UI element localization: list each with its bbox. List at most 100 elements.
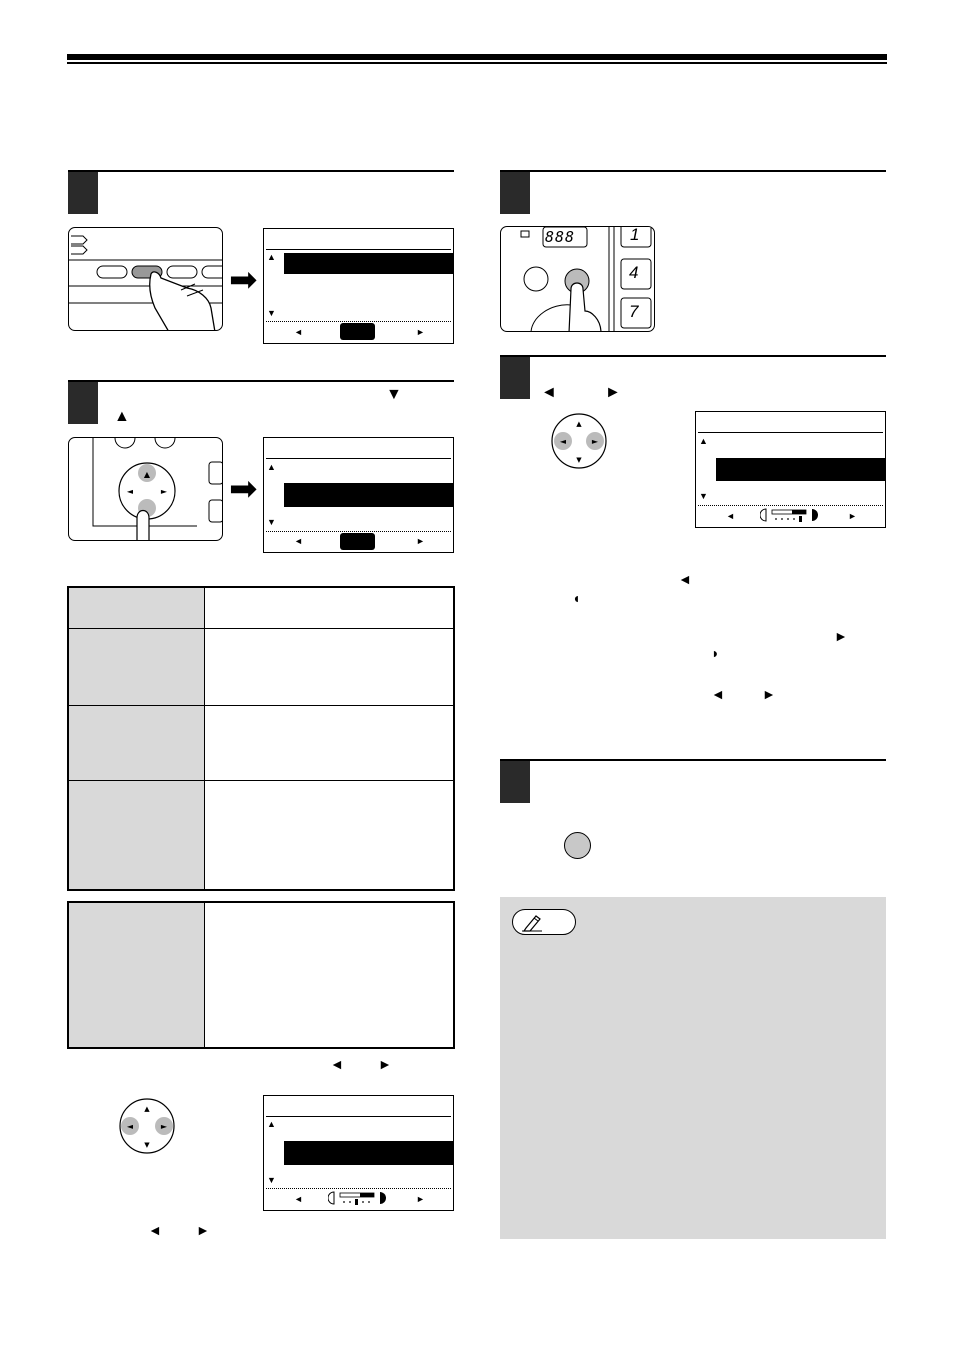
- step-5-rule: [500, 759, 886, 761]
- right-arrow-icon: ➡: [229, 470, 258, 508]
- svg-text:▼: ▼: [144, 1141, 150, 1149]
- scroll-up-icon: ▲: [267, 1119, 276, 1129]
- table-row: [67, 586, 455, 629]
- svg-text:▲: ▲: [144, 1105, 150, 1113]
- down-arrow-icon: ▼: [386, 386, 402, 403]
- scroll-up-icon: ▲: [267, 252, 276, 262]
- scroll-down-icon: ▼: [699, 491, 708, 501]
- up-arrow-icon: ▲: [114, 408, 130, 425]
- panel-keys-svg: [69, 235, 222, 330]
- right-arrow-icon: ►: [196, 1222, 210, 1238]
- step-2-number-box: [68, 382, 98, 424]
- settings-table: [67, 586, 455, 891]
- ok-indicator: [340, 533, 375, 550]
- round-key-icon: [564, 832, 591, 859]
- left-arrow-icon: ◄: [330, 1056, 344, 1072]
- table-value-cell: [204, 901, 455, 1049]
- step-2-rule: [68, 380, 454, 382]
- left-arrow-icon: ◄: [294, 1194, 303, 1204]
- arrow-keys-illustration: ▲ ◄ ►: [68, 437, 223, 541]
- exposure-scale-icon: [328, 1191, 386, 1205]
- svg-text:▲: ▲: [576, 420, 582, 428]
- ok-indicator: [340, 323, 375, 340]
- svg-text:◄: ◄: [127, 1122, 134, 1131]
- table-value-cell: [204, 627, 455, 706]
- right-arrow-icon: ►: [416, 536, 425, 546]
- header-rule-thick: [67, 54, 887, 60]
- scroll-down-icon: ▼: [267, 517, 276, 527]
- darker-icon: ◗: [711, 645, 720, 661]
- step-3-rule: [500, 170, 886, 172]
- table-row: [67, 901, 455, 1049]
- table-label-cell: [67, 779, 205, 891]
- left-arrow-icon: ◄: [726, 511, 735, 521]
- lcd-screen-2: ▲ ▼ ◄ ►: [263, 437, 454, 553]
- right-arrow-icon: ►: [834, 628, 848, 644]
- step-3-number-box: [500, 172, 530, 214]
- right-arrow-icon: ►: [605, 384, 621, 401]
- lcd-highlight-row: [284, 253, 453, 274]
- svg-text:◄: ◄: [560, 437, 567, 446]
- svg-text:►: ►: [161, 1122, 168, 1131]
- arrow-pad-icon: ▲ ▼ ◄ ►: [551, 413, 607, 469]
- lcd-highlight-row: [284, 1141, 453, 1165]
- table-value-cell: [204, 704, 455, 781]
- table-row: [67, 627, 455, 706]
- step-5-number-box: [500, 761, 530, 803]
- copy-counter-display: 888: [545, 228, 576, 246]
- keypad-svg: [520, 227, 652, 331]
- table-label-cell: [67, 586, 205, 629]
- lcd-highlight-row: [716, 458, 885, 481]
- table-label-cell: [67, 704, 205, 781]
- right-arrow-icon: ➡: [229, 261, 258, 299]
- left-arrow-icon: ◄: [678, 571, 692, 587]
- right-arrow-icon: ►: [848, 511, 857, 521]
- step-1-number-box: [68, 172, 98, 214]
- right-arrow-icon: ►: [378, 1056, 392, 1072]
- arrow-pad-icon: ▲ ▼ ◄ ►: [119, 1098, 175, 1154]
- table-row: [67, 779, 455, 891]
- svg-text:▼: ▼: [576, 456, 582, 464]
- svg-text:▲: ▲: [144, 470, 151, 479]
- header-rule-thin: [67, 62, 887, 64]
- scroll-down-icon: ▼: [267, 308, 276, 318]
- left-arrow-icon: ◄: [294, 327, 303, 337]
- note-box: [500, 897, 886, 1239]
- key-7: 7: [629, 302, 639, 321]
- table-row: [67, 704, 455, 781]
- key-4: 4: [629, 263, 639, 282]
- pencil-icon: [522, 915, 542, 932]
- operation-panel-illustration: [68, 227, 223, 331]
- lighter-icon: ◖: [572, 590, 581, 606]
- right-arrow-icon: ►: [762, 686, 776, 702]
- table-value-cell: [204, 779, 455, 891]
- right-arrow-icon: ►: [416, 1194, 425, 1204]
- left-arrow-icon: ◄: [711, 686, 725, 702]
- note-badge: [512, 909, 576, 935]
- table-label-cell: [67, 901, 205, 1049]
- svg-text:◄: ◄: [127, 487, 134, 496]
- svg-text:►: ►: [592, 437, 599, 446]
- arrow-keys-svg: ▲ ◄ ►: [92, 438, 222, 540]
- step-4-rule: [500, 355, 886, 357]
- scroll-up-icon: ▲: [267, 462, 276, 472]
- right-arrow-icon: ►: [416, 327, 425, 337]
- lcd-screen-1: ▲ ▼ ◄ ►: [263, 228, 454, 344]
- key-1: 1: [630, 226, 640, 244]
- table-value-cell: [204, 586, 455, 629]
- step-4-number-box: [500, 357, 530, 399]
- lcd-highlight-row: [284, 483, 453, 507]
- scroll-up-icon: ▲: [699, 436, 708, 446]
- settings-table-2: [67, 901, 455, 1049]
- left-arrow-icon: ◄: [148, 1222, 162, 1238]
- lcd-screen-3: ▲ ▼ ◄ ►: [263, 1095, 454, 1211]
- keypad-illustration: 888 1 4 7: [500, 226, 655, 332]
- exposure-scale-icon: [760, 508, 818, 522]
- step-1-rule: [68, 170, 454, 172]
- left-arrow-icon: ◄: [541, 384, 557, 401]
- table-label-cell: [67, 627, 205, 706]
- scroll-down-icon: ▼: [267, 1175, 276, 1185]
- lcd-screen-4: ▲ ▼ ◄ ►: [695, 411, 886, 528]
- svg-text:►: ►: [161, 487, 168, 496]
- left-arrow-icon: ◄: [294, 536, 303, 546]
